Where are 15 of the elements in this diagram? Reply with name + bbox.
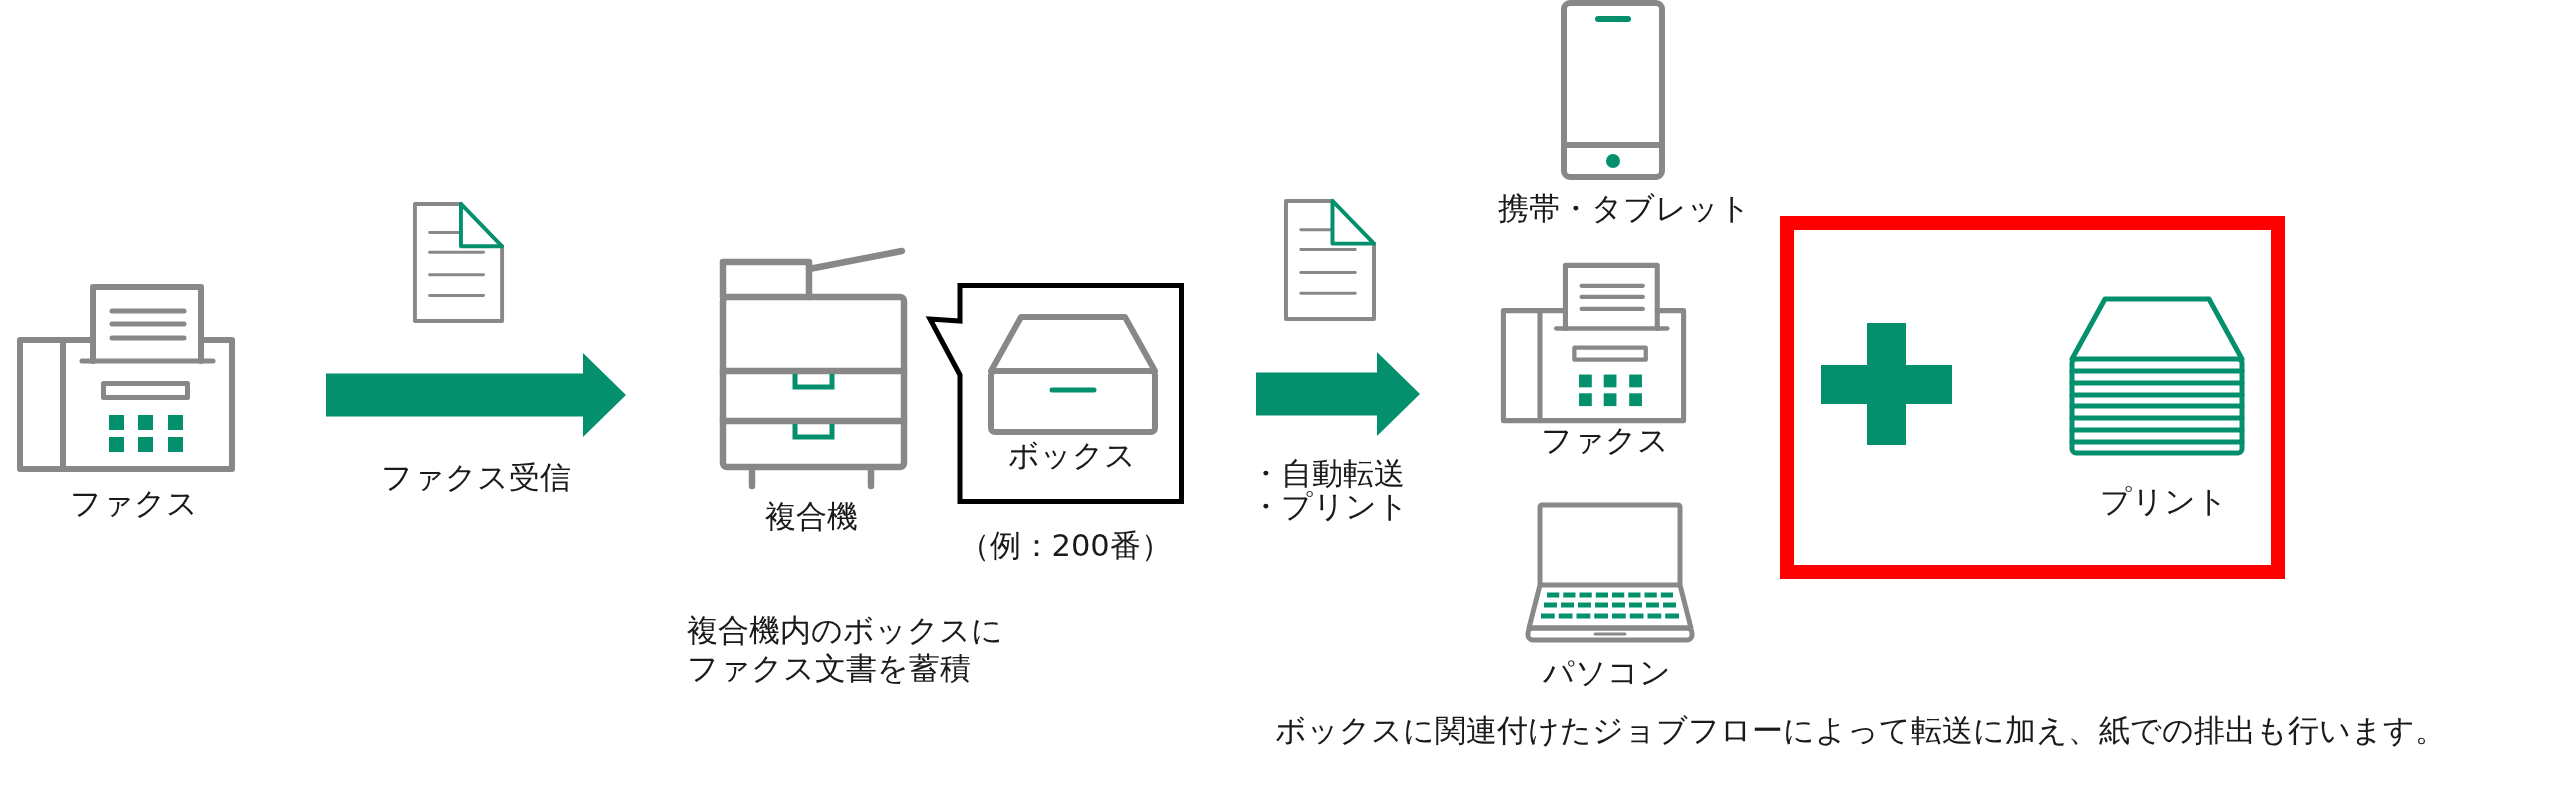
icon-caption: ファクス	[70, 486, 198, 521]
icon-caption: プリント	[2100, 484, 2228, 519]
note-text: （例：200番）	[958, 528, 1172, 563]
edge-label: ファクス受信	[381, 460, 571, 495]
description-text: ボックスに関連付けたジョブフローによって転送に加え、紙での排出も行います。	[1275, 713, 2446, 748]
icon-caption: 複合機	[764, 499, 858, 534]
icon-caption: ボックス	[1008, 438, 1136, 473]
icon-caption: パソコン	[1543, 655, 1671, 690]
block-arrow	[1256, 352, 1420, 436]
block-arrow	[326, 353, 626, 437]
edge-label: ・自動転送・プリント	[1250, 457, 1410, 523]
icon-caption: ファクス	[1541, 423, 1669, 458]
description-text: 複合機内のボックスにファクス文書を蓄積	[687, 612, 1004, 688]
icon-caption: 携帯・タブレット	[1497, 191, 1751, 226]
highlight-frame	[1780, 216, 2285, 579]
